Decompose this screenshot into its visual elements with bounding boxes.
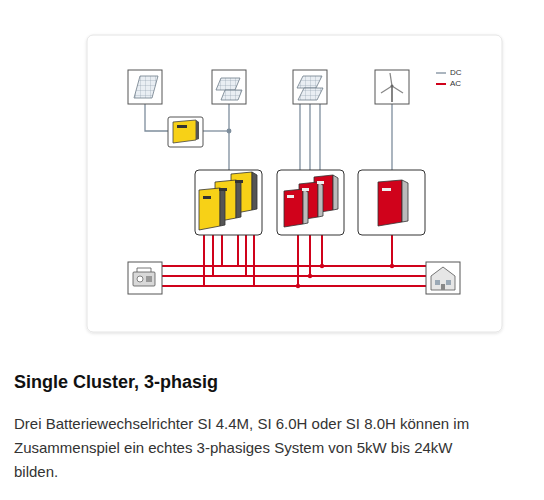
caption-text: Drei Batteriewechselrichter SI 4.4M, SI … — [14, 412, 484, 484]
pv-array-icon — [212, 70, 246, 104]
load-house-icon — [426, 262, 460, 294]
wind-inverter — [358, 170, 425, 235]
pv-inverter-group — [277, 170, 344, 235]
ac-junctions — [296, 264, 394, 288]
ac-wires — [162, 235, 426, 286]
generator-icon — [128, 262, 162, 294]
legend-label: DC — [450, 68, 462, 78]
battery-inverter-cluster — [195, 170, 262, 235]
pv-array-icon — [293, 70, 327, 104]
pv-inverter — [168, 117, 203, 147]
legend-samples — [436, 73, 446, 84]
pv-array-icon — [128, 70, 162, 104]
diagram-card — [87, 35, 502, 332]
legend-label: AC — [450, 79, 461, 89]
wind-turbine-icon — [375, 70, 409, 104]
heading: Single Cluster, 3-phasig — [14, 372, 218, 393]
dc-wires — [145, 104, 392, 178]
